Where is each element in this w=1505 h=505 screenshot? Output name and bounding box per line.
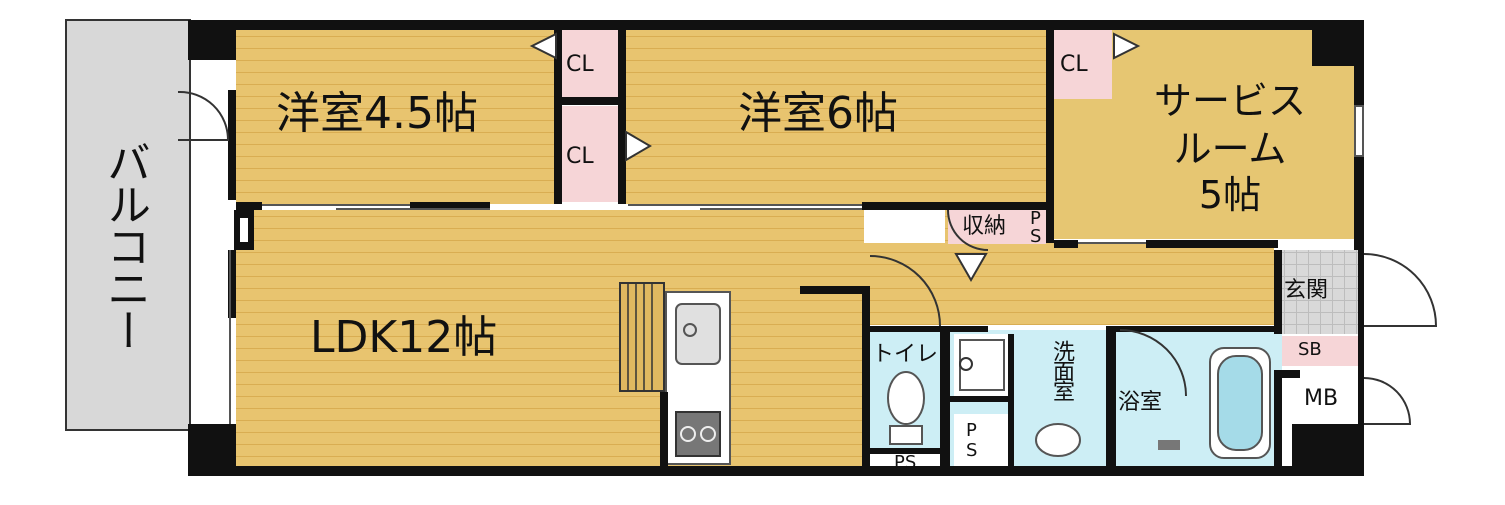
balcony-area [65,19,191,431]
closet-c-label: CL [1060,52,1088,77]
bathroom-label: 浴室 [1118,390,1163,415]
toilet-bowl-icon [887,371,925,425]
toilet-tank-icon [889,425,923,445]
ldk-floor [236,210,864,466]
walls [188,20,1364,476]
closet-c [1054,29,1112,99]
sink-drain-icon [683,323,697,337]
washer-drum-icon [959,357,973,371]
washroom-label: 洗面室 [1049,340,1074,400]
balcony-post-inner [240,218,248,242]
closet-a [560,29,618,99]
closet-arrows [529,32,1141,283]
service-room-label-line3: 5帖 [1198,173,1262,217]
door-swings [177,90,1438,425]
toilet-label: トイレ [872,342,939,367]
hall-floor [864,243,1274,325]
shoe-box [1278,336,1358,366]
stove-icon [675,411,721,457]
breakfast-bar-slats [627,283,653,391]
storage-label: 収納 [962,214,1007,239]
pipe-space-upper-s: S [1030,226,1042,247]
sliding-doors [229,204,1146,424]
closet-b-label: CL [566,144,594,169]
shoe-box-label: SB [1298,339,1322,360]
service-room-label-line1: サービス [1153,79,1306,123]
western-room-a-floor [236,29,558,204]
bath-faucet-icon [1158,440,1180,450]
entrance-floor [1278,250,1358,334]
window-right [1354,105,1364,157]
burner-right-icon [700,426,716,442]
balcony-label: バルコニー [99,140,150,350]
meter-box [1298,372,1358,426]
western-room-b-label: 洋室6帖 [738,88,898,139]
storage-closet [948,210,1028,244]
closet-b [560,106,618,202]
pipe-space-lower [954,414,1010,466]
service-room-label-line2: ルーム [1173,127,1287,171]
pipe-space-upper [1028,210,1046,244]
closet-a-label: CL [566,52,594,77]
washbasin-icon [1035,423,1081,457]
entrance-label: 玄関 [1284,278,1329,303]
pipe-space-upper-p: P [1030,208,1041,229]
pipe-space-lower-p: P [966,420,977,441]
breakfast-bar [619,282,665,392]
kitchen-sink-icon [675,303,721,365]
western-room-b-floor [626,29,1048,204]
pipe-space-lower-s: S [966,440,978,461]
pipe-space-bottom-label: PS [894,452,917,473]
ldk-label: LDK12帖 [310,312,498,363]
burner-left-icon [680,426,696,442]
meter-box-label: MB [1304,386,1339,411]
western-room-a-label: 洋室4.5帖 [276,88,478,139]
bathtub-inner-icon [1217,355,1263,451]
washer-pan [954,334,1010,396]
